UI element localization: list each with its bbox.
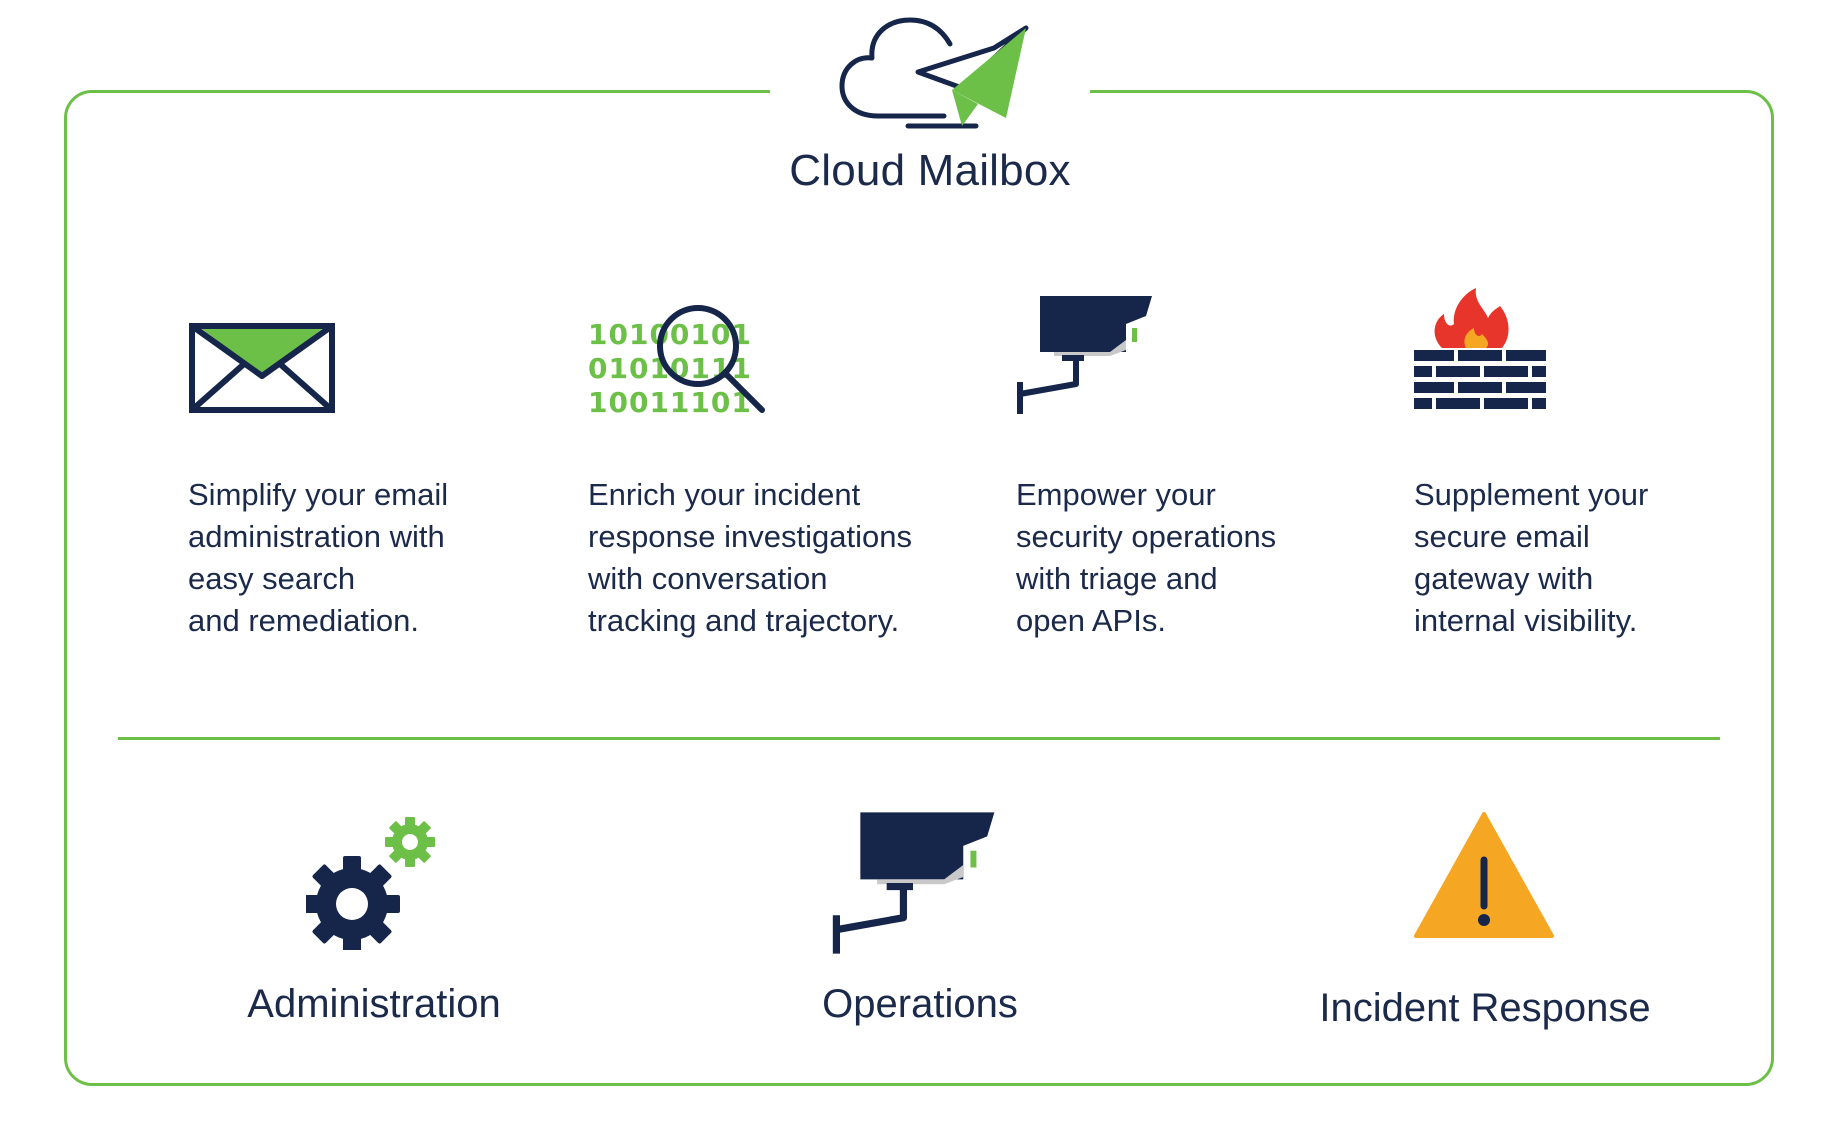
- section-divider: [118, 737, 1720, 740]
- pillar-label-operations: Operations: [822, 982, 1018, 1026]
- binary-row: 10011101: [588, 386, 752, 419]
- envelope-icon: [189, 323, 335, 413]
- feature-text-gateway: Supplement your secure email gateway wit…: [1414, 477, 1649, 638]
- warning-icon: [1414, 812, 1554, 938]
- frame-title-gap: [770, 80, 1090, 104]
- security-camera-icon: [1017, 296, 1152, 414]
- pillar-label-incident-response: Incident Response: [1319, 986, 1651, 1030]
- firewall-icon: [1414, 288, 1546, 409]
- security-camera-icon: [832, 812, 995, 954]
- magnifier-icon: [657, 305, 765, 413]
- feature-text-operations: Empower your security operations with tr…: [1016, 477, 1277, 638]
- gears-icon: [306, 817, 435, 950]
- binary-search-icon: 10100101 01010111 10011101: [588, 300, 778, 420]
- pillar-label-administration: Administration: [247, 982, 501, 1026]
- cloud-paper-plane-icon: [839, 17, 1029, 129]
- feature-text-administration: Simplify your email administration with …: [188, 477, 449, 638]
- page-title: Cloud Mailbox: [789, 146, 1071, 195]
- feature-text-incident: Enrich your incident response investigat…: [588, 477, 912, 638]
